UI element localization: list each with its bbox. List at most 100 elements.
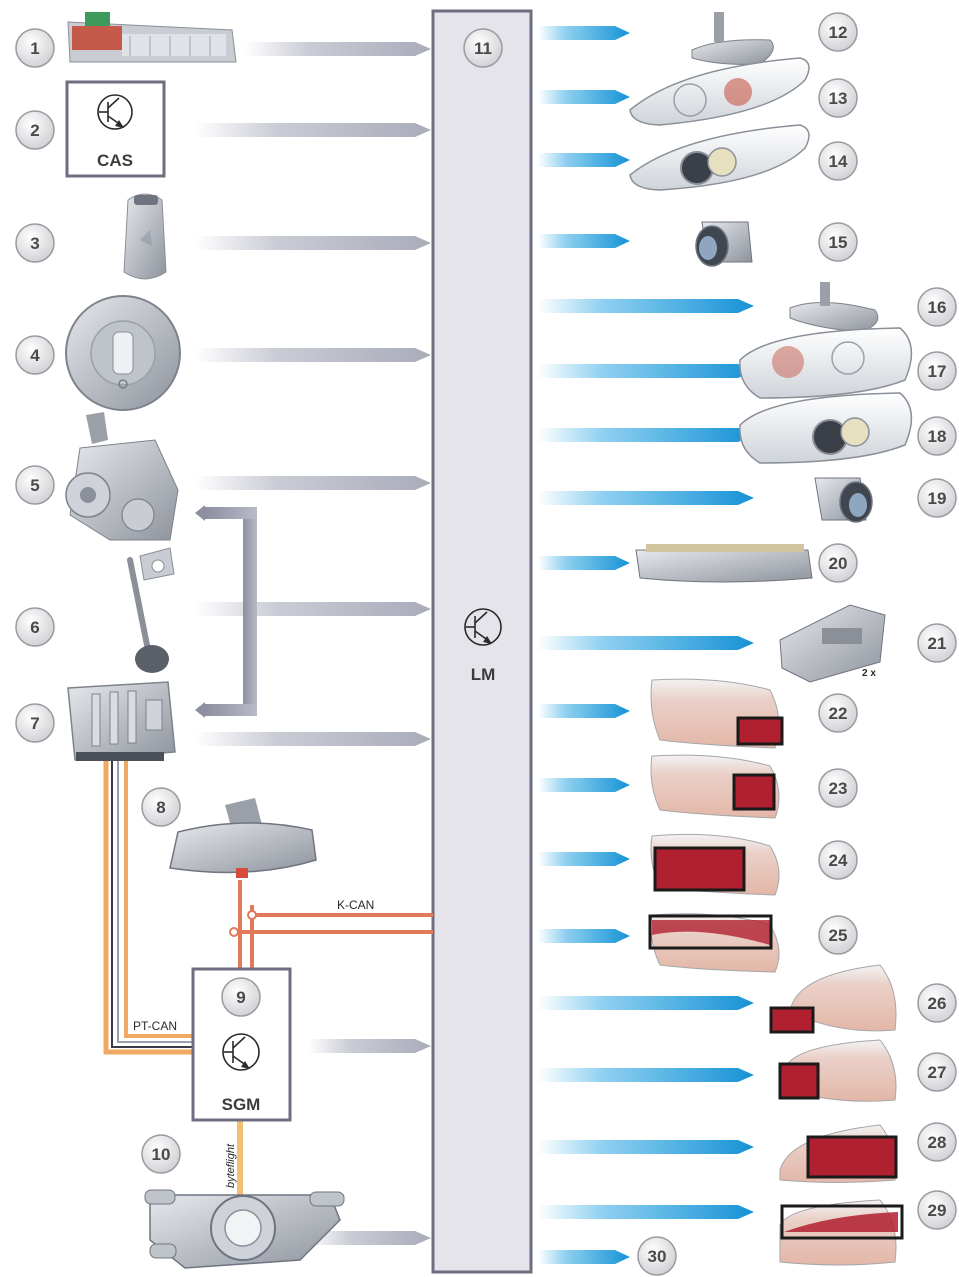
number-badge-14: 14 [819,142,857,180]
number-badge-4: 4 [16,336,54,374]
output-arrow-30 [538,1250,630,1264]
cas-label: CAS [97,151,133,170]
output-arrow-28 [538,1140,754,1154]
output-arrow-14 [538,153,630,167]
multiplier-label: 2 x [862,668,876,679]
svg-text:15: 15 [829,233,848,252]
tail-light-27 [780,1040,896,1101]
svg-text:9: 9 [236,988,245,1007]
svg-text:8: 8 [156,798,165,817]
rearview-mirror-illustration [170,798,316,878]
svg-text:6: 6 [30,618,39,637]
fog-light-illustration-2 [815,478,872,522]
number-badge-16: 16 [918,288,956,326]
number-badge-18: 18 [918,417,956,455]
light-switch-illustration [66,296,180,410]
svg-text:17: 17 [928,362,947,381]
side-indicator-illustration-2 [790,282,878,332]
svg-text:28: 28 [928,1133,947,1152]
svg-text:23: 23 [829,779,848,798]
output-arrow-26 [538,996,754,1010]
svg-text:12: 12 [829,23,848,42]
svg-text:3: 3 [30,234,39,253]
output-arrow-22 [538,704,630,718]
svg-text:1: 1 [30,39,39,58]
side-indicator-illustration [692,12,773,64]
xenon-headlight-illustration [630,125,809,190]
input-arrow-4 [195,348,431,362]
input-arrow-5 [195,476,431,490]
dsc-unit-illustration [66,412,178,540]
number-badge-26: 26 [918,984,956,1022]
tail-light-26 [771,965,896,1032]
output-arrow-21 [538,636,754,650]
number-badge-19: 19 [918,479,956,517]
number-badge-12: 12 [819,13,857,51]
svg-text:29: 29 [928,1201,947,1220]
input-arrow-1 [245,42,431,56]
number-badge-27: 27 [918,1053,956,1091]
svg-text:27: 27 [928,1063,947,1082]
input-arrow-7 [195,732,431,746]
svg-text:26: 26 [928,994,947,1013]
number-badge-7: 7 [16,704,54,742]
number-badge-1: 1 [16,29,54,67]
tail-light-22 [651,679,782,748]
tail-light-24 [651,834,779,895]
output-arrows [538,26,754,1264]
number-badge-30: 30 [638,1237,676,1275]
remote-key-illustration [124,194,166,279]
number-badge-24: 24 [819,841,857,879]
output-arrow-17 [538,364,754,378]
tail-light-28 [780,1125,896,1183]
number-badge-3: 3 [16,224,54,262]
output-arrow-19 [538,491,754,505]
tail-light-23 [651,755,779,818]
svg-text:14: 14 [829,152,848,171]
svg-text:5: 5 [30,476,39,495]
svg-text:22: 22 [829,704,848,723]
number-badge-8: 8 [142,788,180,826]
number-badge-28: 28 [918,1123,956,1161]
svg-text:20: 20 [829,554,848,573]
number-badge-15: 15 [819,223,857,261]
third-brake-light-illustration [636,544,812,582]
svg-text:2: 2 [30,121,39,140]
output-arrow-16 [538,299,754,313]
kcan-label: K-CAN [337,898,374,912]
output-arrow-20 [538,556,630,570]
svg-text:24: 24 [829,851,848,870]
output-arrow-27 [538,1068,754,1082]
output-arrow-25 [538,929,630,943]
number-badge-10: 10 [142,1135,180,1173]
number-badge-20: 20 [819,544,857,582]
svg-text:10: 10 [152,1145,171,1164]
output-arrow-29 [538,1205,754,1219]
svg-text:16: 16 [928,298,947,317]
lm-label: LM [471,665,496,684]
svg-text:21: 21 [928,634,947,653]
number-badge-9: 9 [222,978,260,1016]
input-arrow-3 [195,236,431,250]
sgm-label: SGM [222,1095,261,1114]
input-arrow-9 [308,1039,431,1053]
number-badge-11: 11 [464,29,502,67]
output-arrow-12 [538,26,630,40]
output-arrow-24 [538,852,630,866]
brake-pedal-illustration [130,548,174,673]
number-badge-13: 13 [819,79,857,117]
number-badge-25: 25 [819,916,857,954]
cas-module: CAS [67,82,164,176]
control-unit-illustration [68,682,175,761]
svg-text:30: 30 [648,1247,667,1266]
number-badge-5: 5 [16,466,54,504]
headlight-illustration-2 [740,328,912,398]
fog-light-illustration [696,222,752,266]
output-arrow-15 [538,234,630,248]
input-arrow-2 [195,123,431,137]
svg-text:7: 7 [30,714,39,733]
lm-module-box [433,11,531,1272]
number-badge-21: 21 [918,624,956,662]
xenon-headlight-illustration-2 [740,393,912,463]
headlight-illustration [630,58,809,125]
